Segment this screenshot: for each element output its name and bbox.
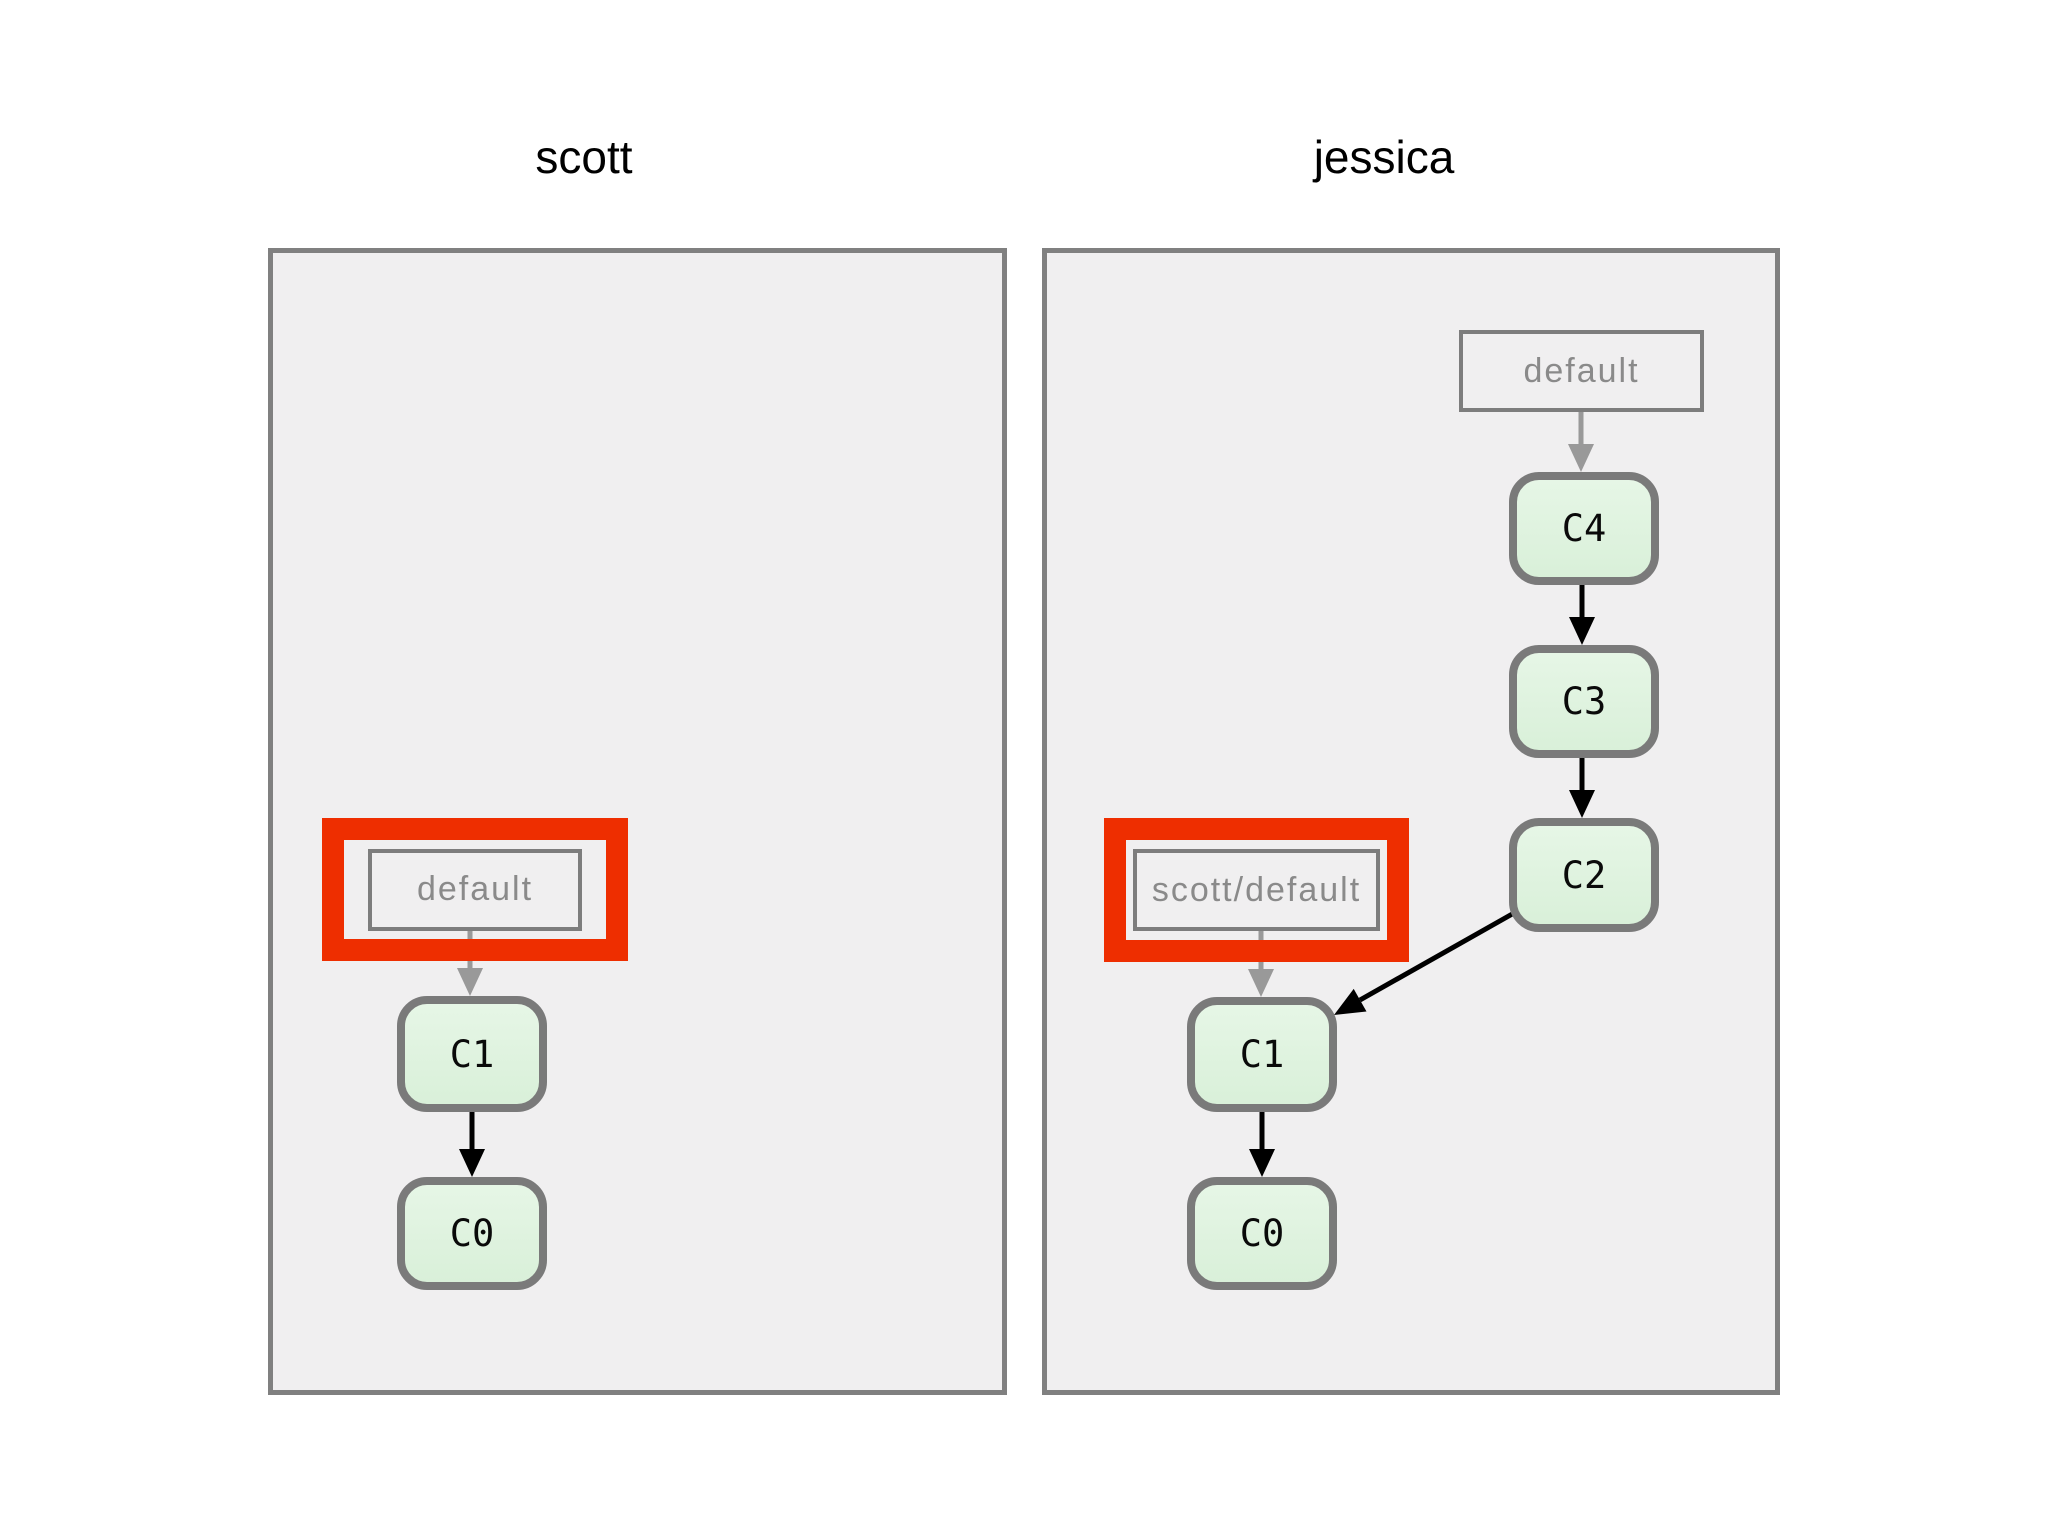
- commit-node-c1: C1: [397, 996, 547, 1112]
- commit-node-c0: C0: [397, 1177, 547, 1290]
- commit-label: C1: [449, 1032, 495, 1076]
- edge-c4-to-c3: [1569, 585, 1595, 645]
- edge-default-to-c4: [1568, 412, 1594, 472]
- edge-c2-to-c1: [1334, 910, 1516, 1015]
- repo-panel-jessica: default C4 C3 C2 scott/default C1 C0: [1042, 248, 1780, 1395]
- commit-node-c1: C1: [1187, 997, 1337, 1112]
- repo-panel-scott: default C1 C0: [268, 248, 1007, 1395]
- branch-label-text: scott/default: [1151, 870, 1362, 909]
- edge-c1-to-c0: [1249, 1112, 1275, 1177]
- edge-c1-to-c0: [459, 1112, 485, 1177]
- repo-title-jessica: jessica: [1313, 131, 1455, 183]
- commit-label: C0: [449, 1212, 495, 1255]
- active-branch-highlight: default: [322, 818, 628, 961]
- commit-node-c4: C4: [1509, 472, 1659, 585]
- branch-label-default: default: [1459, 330, 1704, 412]
- branch-label-text: default: [416, 870, 534, 908]
- commit-node-c2: C2: [1509, 818, 1659, 932]
- branch-label-scott-default: scott/default: [1133, 849, 1380, 931]
- commit-label: C0: [1239, 1212, 1285, 1255]
- branch-label-text: default: [1523, 351, 1640, 390]
- commit-node-c0: C0: [1187, 1177, 1337, 1290]
- commit-label: C1: [1239, 1033, 1285, 1076]
- branch-label-default: default: [368, 848, 582, 931]
- commit-label: C4: [1561, 507, 1607, 550]
- repo-title-scott: scott: [535, 131, 633, 183]
- commit-label: C3: [1561, 680, 1607, 723]
- active-branch-highlight: scott/default: [1104, 818, 1409, 962]
- commit-node-c3: C3: [1509, 645, 1659, 758]
- commit-label: C2: [1561, 853, 1607, 897]
- edge-c3-to-c2: [1569, 758, 1595, 818]
